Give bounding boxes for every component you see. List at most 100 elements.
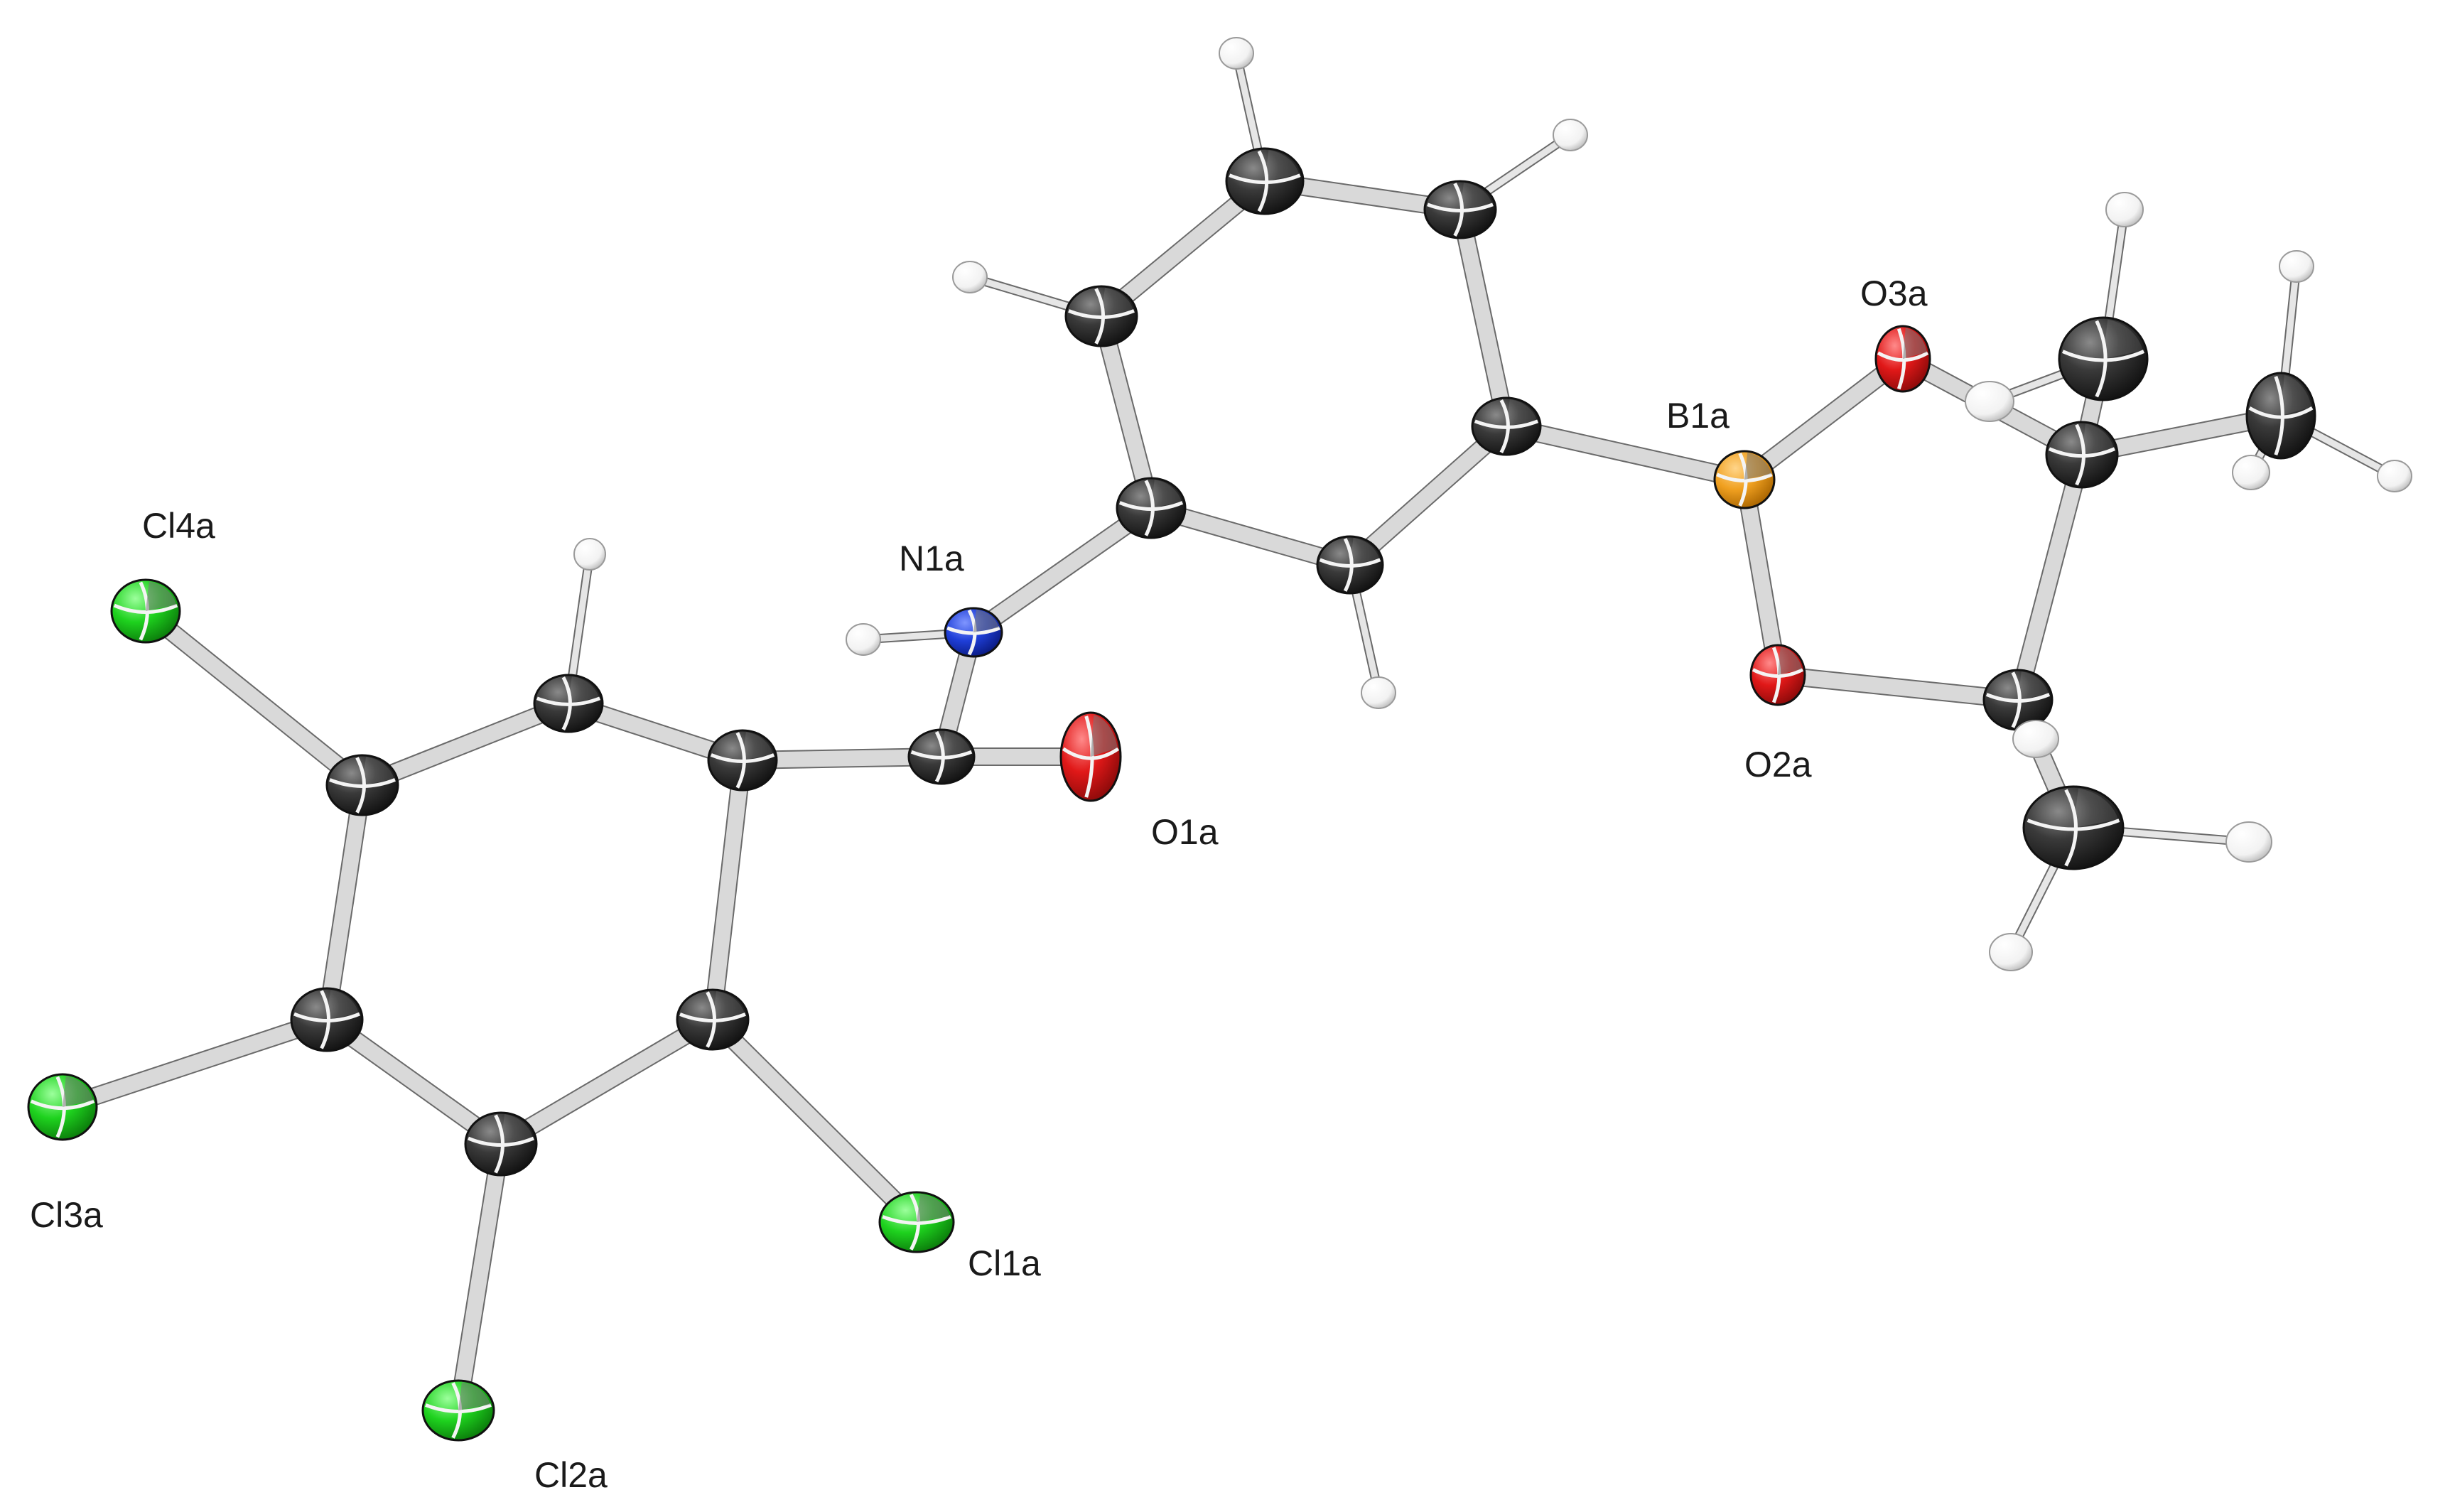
carbon-ellipsoid-icon — [676, 988, 750, 1051]
ellipsoid-octant-c12 — [1265, 150, 1300, 181]
ellipsoid-axis-v-cl4 — [139, 581, 149, 641]
atoms-layer — [27, 37, 2412, 1442]
ellipsoid-octant-o1 — [1091, 715, 1118, 757]
ellipsoid-octant-cl2 — [458, 1382, 490, 1410]
atom-label-o2a: O2a — [1744, 745, 1812, 784]
hydrogen-sphere-icon — [2012, 720, 2059, 758]
hydrogen-sphere-icon — [2279, 250, 2314, 283]
ellipsoid-axis-v-cl1 — [909, 1194, 921, 1251]
bond-c2-c3 — [493, 1012, 721, 1152]
ellipsoid-octant-c14 — [2082, 423, 2114, 455]
ellipsoid-octant-c10 — [1506, 399, 1538, 426]
atom-label-o1a: O1a — [1151, 812, 1219, 852]
hydrogen-sphere-icon — [2225, 821, 2272, 863]
carbon-ellipsoid-icon — [707, 729, 778, 792]
bond-c4-cl3 — [55, 1012, 335, 1115]
chlorine-ellipsoid-icon — [421, 1379, 495, 1442]
carbon-ellipsoid-icon — [464, 1111, 538, 1177]
ellipsoid-axis-v-b1 — [1738, 453, 1748, 507]
ellipsoid-axis-v-c4 — [320, 990, 330, 1049]
ellipsoid-axis-v-c3 — [494, 1114, 504, 1174]
ellipsoid-octant-o3 — [1903, 328, 1928, 359]
ellipsoid-octant-c13 — [1101, 288, 1133, 316]
carbon-ellipsoid-icon — [1471, 396, 1542, 456]
atom-h11 — [1965, 381, 2014, 422]
hydrogen-sphere-icon — [2377, 460, 2412, 492]
atom-h4 — [952, 261, 988, 293]
ellipsoid-axis-v-c11 — [1453, 183, 1464, 237]
bond-c5-cl4 — [138, 603, 370, 793]
atom-h1 — [573, 538, 606, 571]
atom-label-cl4a: Cl4a — [142, 506, 215, 546]
ellipsoid-axis-v-o3 — [1896, 328, 1906, 390]
ellipsoid-axis-v-c1 — [735, 732, 746, 789]
ellipsoid-octant-c6 — [568, 676, 600, 703]
carbon-ellipsoid-icon — [2045, 421, 2119, 489]
bond-c4-c5 — [319, 777, 370, 1027]
atom-h12 — [2012, 720, 2059, 758]
ellipsoid-octant-n1 — [973, 609, 999, 632]
ellipsoid-axis-c18 — [2027, 819, 2120, 831]
hydrogen-sphere-icon — [1361, 676, 1396, 709]
ellipsoid-axis-v-c12 — [1257, 150, 1269, 212]
carbon-ellipsoid-icon — [1064, 285, 1138, 347]
bond-c3-cl2 — [450, 1136, 509, 1418]
bond-c10-b1 — [1499, 418, 1752, 487]
atom-h6 — [1553, 119, 1588, 151]
ellipsoid-axis-v-o2 — [1771, 647, 1781, 703]
bond-c3-c4 — [319, 1012, 509, 1152]
oxygen-ellipsoid-icon — [1059, 711, 1122, 802]
ellipsoid-octant-c15 — [2018, 671, 2049, 700]
ellipsoid-axis-v-c9 — [1343, 538, 1354, 592]
carbon-ellipsoid-icon — [2022, 785, 2125, 870]
carbon-ellipsoid-icon — [325, 754, 399, 816]
atom-h3 — [1361, 676, 1396, 709]
hydrogen-sphere-icon — [2232, 455, 2270, 490]
carbon-ellipsoid-icon — [1423, 180, 1497, 239]
bond-c1-c2 — [705, 752, 750, 1027]
chlorine-ellipsoid-icon — [110, 578, 181, 644]
ellipsoid-octant-c7 — [941, 730, 971, 757]
ellipsoid-axis-v-c10 — [1499, 399, 1510, 453]
atom-h13 — [2225, 821, 2272, 863]
ellipsoid-octant-cl1 — [917, 1194, 950, 1222]
hydrogen-sphere-icon — [1989, 933, 2033, 971]
ellipsoid-octant-c8 — [1151, 480, 1182, 508]
carbon-ellipsoid-icon — [1116, 477, 1187, 539]
ellipsoid-axis-v-c13 — [1094, 288, 1105, 345]
atom-h14 — [1989, 933, 2033, 971]
ellipsoid-octant-c4 — [327, 990, 359, 1020]
ellipsoid-axis-v-c16 — [2095, 320, 2108, 398]
ellipsoid-octant-c3 — [501, 1114, 533, 1144]
bond-c2-cl1 — [705, 1012, 924, 1230]
carbon-ellipsoid-icon — [533, 674, 604, 733]
ellipsoid-octant-b1 — [1744, 453, 1771, 480]
ellipsoid-octant-o2 — [1778, 647, 1803, 675]
bond-c14-c15 — [2010, 447, 2090, 708]
hydrogen-sphere-icon — [573, 538, 606, 571]
hydrogen-sphere-icon — [2105, 192, 2144, 227]
ellipsoid-octant-c18 — [2073, 788, 2118, 828]
carbon-ellipsoid-icon — [2058, 316, 2149, 401]
atom-label-cl1a: Cl1a — [968, 1243, 1041, 1283]
chlorine-ellipsoid-icon — [878, 1191, 955, 1253]
bond-c5-c6 — [355, 696, 576, 793]
ellipsoid-octant-c1 — [743, 732, 774, 760]
atom-h10 — [2232, 455, 2270, 490]
hydrogen-sphere-icon — [1965, 381, 2014, 422]
atom-label-o3a: O3a — [1860, 274, 1928, 313]
bond-n1-c8 — [966, 500, 1159, 640]
ellipsoid-axis-cl1 — [882, 1215, 951, 1225]
bond-c13-c8 — [1094, 308, 1159, 516]
ellipsoid-axis-v-c5 — [355, 757, 366, 814]
ellipsoid-axis-v-cl2 — [451, 1382, 462, 1439]
atom-h5 — [1219, 37, 1254, 70]
atom-label-n1a: N1a — [899, 539, 964, 578]
bond-c9-c10 — [1342, 418, 1514, 573]
bond-b1-o2 — [1737, 472, 1786, 683]
atom-h2 — [846, 623, 881, 656]
carbon-ellipsoid-icon — [2245, 372, 2316, 460]
ellipsoid-axis-v-cl3 — [55, 1076, 66, 1138]
hydrogen-sphere-icon — [1219, 37, 1254, 70]
ellipsoid-axis-v-c14 — [2075, 423, 2085, 486]
